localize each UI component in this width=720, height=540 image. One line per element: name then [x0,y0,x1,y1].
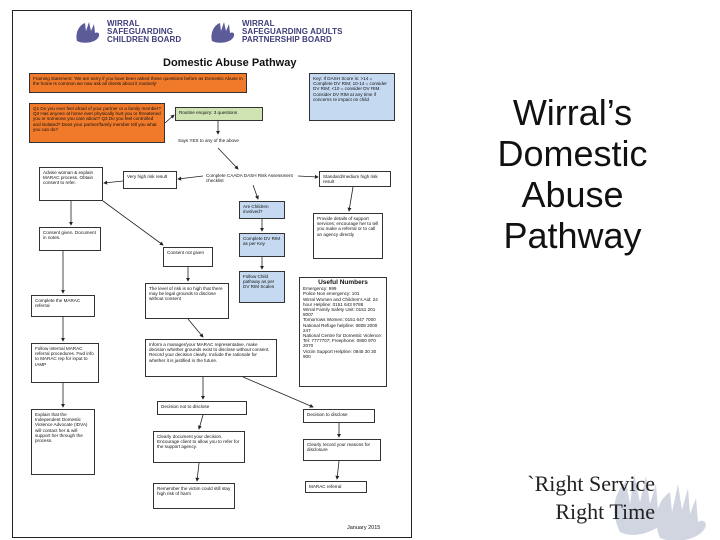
useful-number-line: Victim Support Helpline: 0845 30 30 900 [303,348,377,359]
slide-tagline: `Right Service Right Time [470,470,655,526]
dash-key-box: Key: If DASH Score is: >14 = Complete DV… [309,73,395,121]
consent-not-given-box: Consent not given [163,247,213,267]
follow-internal-box: Follow internal MARAC referral procedure… [31,343,99,383]
routine-enquiry-box: Routine enquiry: 3 questions [175,107,263,121]
flow-arrows [61,114,354,482]
standard-risk-box: Standard/medium high risk result [319,171,391,187]
children-board-logo: WIRRAL SAFEGUARDING CHILDREN BOARD [73,19,181,45]
children-board-logo-text: WIRRAL SAFEGUARDING CHILDREN BOARD [107,20,181,44]
level-of-risk-box: The level of risk is so high that there … [145,283,229,319]
useful-numbers-box: Useful Numbers Emergency: 999 Police Non… [299,277,387,387]
clearly-record-box: Clearly record your reasons for disclosu… [303,439,381,461]
slide-title-line: Pathway [503,215,642,256]
logo-line: WIRRAL [242,19,275,28]
advise-woman-box: Advise woman & explain MARAC process. Ob… [39,167,103,201]
marac-referral-box: MARAC referral [305,481,367,493]
framing-statement-box: Framing statement: 'We are sorry if you … [29,73,247,93]
slide-title-line: Wirral’s [512,92,633,133]
logo-line: SAFEGUARDING [107,27,174,36]
pathway-document: WIRRAL SAFEGUARDING CHILDREN BOARD WIRRA… [12,10,412,538]
provide-details-box: Provide details of support services; enc… [313,213,383,259]
adults-board-logo-text: WIRRAL SAFEGUARDING ADULTS PARTNERSHIP B… [242,20,343,44]
inform-manager-box: Inform a manager/your MARAC representati… [145,339,277,377]
page-title: Domestic Abuse Pathway [163,57,297,69]
children-board-logo-icon [76,22,100,43]
useful-numbers-title: Useful Numbers [318,279,368,286]
useful-number-line: Wirral Women and Children's Aid: 24 hour… [303,296,378,307]
very-high-risk-box: Very high risk result [123,171,177,189]
slide-title-line: Abuse [521,174,624,215]
clearly-document-box: Clearly document your decision. Encourag… [153,431,245,463]
are-children-box: Are Children involved? [239,201,285,219]
complete-caada-text: Complete CAADA DASH Risk Assessment chec… [206,173,293,184]
complete-marac-box: Complete the MARAC referral [31,295,95,317]
decision-to-disclose-box: Decision to disclose [303,409,375,423]
tagline-line: `Right Service [527,471,655,496]
useful-number-line: Police Non emergency: 101 [303,291,360,297]
useful-number-line: National Centre for Domestic Violence: T… [303,333,383,349]
logo-line: CHILDREN BOARD [107,35,182,44]
useful-number-line: Emergency: 999 [303,286,337,292]
says-yes-text: Says YES to any of the above [178,138,239,143]
useful-number-line: Tomorrows Women: 0151 647 7000 [303,317,376,323]
logo-line: SAFEGUARDING ADULTS [242,27,343,36]
useful-number-line: National Refuge helpline: 0808 2000 247 [303,322,378,333]
complete-dvrim-box: Complete DV RIM as per Key [239,233,285,257]
slide-title: Wirral’s Domestic Abuse Pathway [470,92,675,256]
remember-box: Remember the victim could still stay hig… [153,483,235,509]
questions-box: Q1 Do you ever feel afraid of your partn… [29,103,165,143]
logo-line: WIRRAL [107,19,140,28]
useful-number-line: Wirral Family Safety Unit: 0151 201 8007 [303,307,376,318]
tagline-line: Right Time [555,499,655,524]
consent-given-box: Consent given. Document in notes. [39,227,101,251]
adults-board-logo-icon [211,22,235,43]
slide-title-line: Domestic [497,133,648,174]
document-date: January 2015 [347,525,381,531]
adults-board-logo: WIRRAL SAFEGUARDING ADULTS PARTNERSHIP B… [208,19,343,45]
hands-watermark-icon [614,474,706,540]
logo-line: PARTNERSHIP BOARD [242,35,332,44]
follow-child-pathway-box: Follow Child pathway as per DV RIM Scale… [239,271,285,303]
explain-idva-box: Explain that the Independent Domestic Vi… [31,409,95,475]
decision-not-to-disclose-box: Decision not to disclose [157,401,247,415]
